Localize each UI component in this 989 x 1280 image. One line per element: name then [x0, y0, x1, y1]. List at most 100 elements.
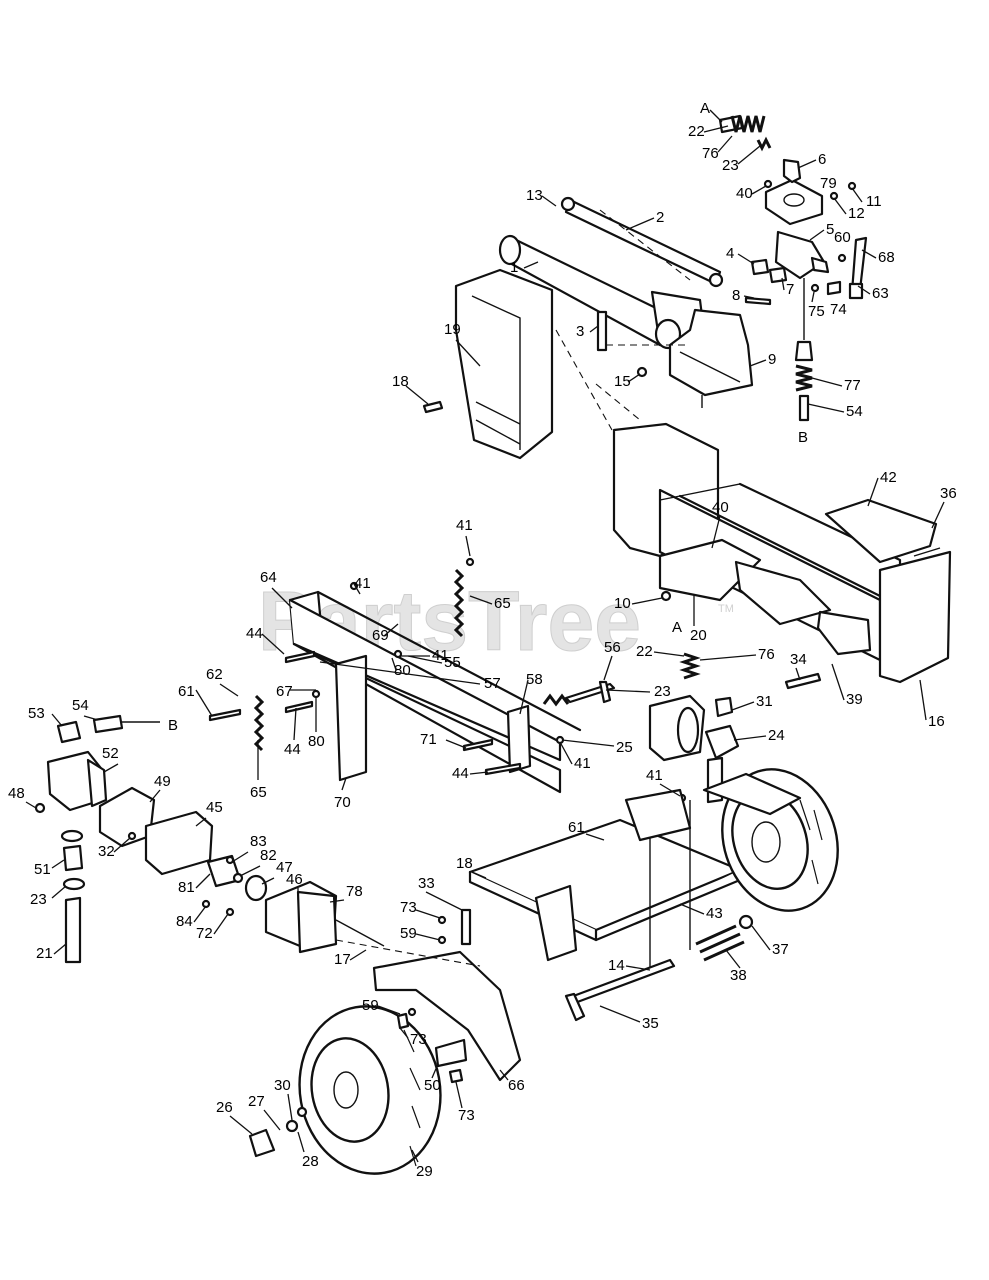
- hose-assembly-b-top: [794, 278, 814, 422]
- end-plate: [878, 550, 952, 684]
- spring: [542, 693, 570, 707]
- callout-label: 73: [410, 1031, 427, 1048]
- callout-label: 60: [834, 229, 851, 246]
- callout-label: 80: [394, 662, 411, 679]
- callout-label: 1: [510, 259, 518, 276]
- callout-label: 67: [276, 683, 293, 700]
- callout-label: 31: [756, 693, 773, 710]
- callout-label: 83: [250, 833, 267, 850]
- callout-label: 58: [526, 671, 543, 688]
- callout-label: 80: [308, 733, 325, 750]
- callout-label: 39: [846, 691, 863, 708]
- coupler-guard: [144, 810, 214, 876]
- callout-label: 40: [736, 185, 753, 202]
- fitting: [768, 266, 788, 284]
- callout-label: B: [798, 429, 808, 446]
- callout-label: 42: [880, 469, 897, 486]
- callout-label: 59: [362, 997, 379, 1014]
- callout-label: 49: [154, 773, 171, 790]
- callout-label: 7: [786, 281, 794, 298]
- fender-left: [372, 950, 522, 1082]
- callout-label: 53: [28, 705, 45, 722]
- callout-label: 55: [444, 654, 461, 671]
- callout-label: 41: [432, 647, 449, 664]
- safety-chain: [453, 568, 465, 638]
- callout-label: 81: [178, 879, 195, 896]
- callout-label: 71: [420, 731, 437, 748]
- valve-bracket: [764, 178, 824, 226]
- callout-label: 82: [260, 847, 277, 864]
- callout-label: 79: [820, 175, 837, 192]
- callout-label: 47: [276, 859, 293, 876]
- callout-label: B: [168, 717, 178, 734]
- fender-bracket: [434, 1038, 468, 1068]
- spring: [695, 924, 745, 962]
- callout-label: 51: [34, 861, 51, 878]
- wheel-right: [702, 768, 839, 912]
- callout-label: 77: [844, 377, 861, 394]
- callout-label: 23: [654, 683, 671, 700]
- callout-label: 11: [866, 193, 882, 210]
- frame-bracket: [534, 884, 578, 962]
- callout-label: 28: [302, 1153, 319, 1170]
- wedge: [824, 498, 938, 564]
- suction-tube: [64, 896, 82, 964]
- callout-label: 46: [286, 871, 303, 888]
- callout-label: 20: [690, 627, 707, 644]
- callout-label: 62: [206, 666, 223, 683]
- assembly-line: [335, 939, 481, 967]
- callout-label: 76: [758, 646, 775, 663]
- hub-cap: [248, 1128, 276, 1158]
- callout-label: 8: [732, 287, 740, 304]
- callout-label: 63: [872, 285, 889, 302]
- watermark-tm: TM: [718, 603, 734, 615]
- elbow-fitting: [56, 720, 82, 744]
- callout-label: 45: [206, 799, 223, 816]
- callout-label: 19: [444, 321, 461, 338]
- callout-label: 75: [808, 303, 825, 320]
- leader-lines: [25, 109, 945, 1163]
- callout-label: 84: [176, 913, 193, 930]
- callout-label: 35: [642, 1015, 659, 1032]
- callout-label: 43: [706, 905, 723, 922]
- callout-label: 34: [790, 651, 807, 668]
- elbow-fitting-top: [782, 158, 802, 184]
- bolt: [744, 296, 772, 306]
- callout-label: 10: [614, 595, 631, 612]
- callout-label: 50: [424, 1077, 441, 1094]
- callout-label: 14: [608, 957, 625, 974]
- bolt: [422, 400, 444, 414]
- callout-label: 23: [722, 157, 739, 174]
- callout-label: 9: [768, 351, 776, 368]
- callout-label: 74: [830, 301, 847, 318]
- callout-label: 78: [346, 883, 363, 900]
- callout-label: 41: [646, 767, 663, 784]
- callout-label: 68: [878, 249, 895, 266]
- pin: [784, 672, 822, 690]
- callout-label: 41: [354, 575, 371, 592]
- callout-label: 17: [334, 951, 351, 968]
- callout-label: 33: [418, 875, 435, 892]
- callout-label: 52: [102, 745, 119, 762]
- hydraulic-pump: [46, 750, 108, 812]
- callout-label: 54: [72, 697, 89, 714]
- hose-spring-a-mid: [679, 652, 701, 680]
- callout-label: 66: [508, 1077, 525, 1094]
- callout-label: 24: [768, 727, 785, 744]
- jack-stand: [334, 654, 368, 782]
- hose-assembly-a-top: [718, 114, 772, 152]
- callout-label: 21: [36, 945, 53, 962]
- callout-label: 25: [616, 739, 633, 756]
- callout-label: 44: [452, 765, 469, 782]
- callout-label: 56: [604, 639, 621, 656]
- callout-label: 16: [928, 713, 945, 730]
- hose-fitting: [92, 714, 124, 734]
- callout-label: 59: [400, 925, 417, 942]
- callout-label: 23: [30, 891, 47, 908]
- callout-label: 61: [568, 819, 585, 836]
- callout-label: 73: [400, 899, 417, 916]
- tongue-bracket: [506, 704, 532, 774]
- callout-label: 44: [284, 741, 301, 758]
- fitting: [750, 258, 770, 276]
